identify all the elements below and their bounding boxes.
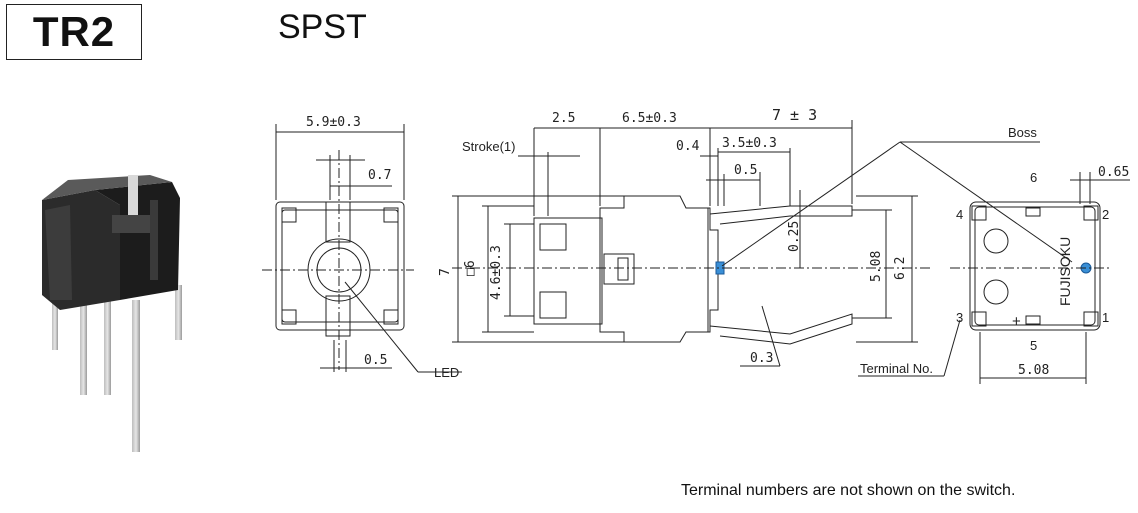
side-view bbox=[452, 120, 1073, 377]
footnote: Terminal numbers are not shown on the sw… bbox=[681, 482, 1016, 499]
terminal-3: 3 bbox=[956, 310, 963, 325]
dim-6-2: 6.2 bbox=[893, 257, 908, 280]
dim-square-6: □6 bbox=[463, 260, 478, 276]
dim-0-65: 0.65 bbox=[1098, 165, 1129, 180]
dim-0-25: 0.25 bbox=[787, 221, 802, 252]
bottom-dim-5-08: 5.08 bbox=[1018, 363, 1049, 378]
dim-7: 7 ± 3 bbox=[772, 106, 817, 124]
boss-label: Boss bbox=[1008, 125, 1037, 140]
terminal-2: 2 bbox=[1102, 207, 1109, 222]
model-badge: TR2 bbox=[6, 4, 142, 60]
dim-7-height: 7 bbox=[438, 268, 453, 276]
dim-4-6: 4.6±0.3 bbox=[489, 245, 504, 300]
bottom-view bbox=[950, 172, 1130, 384]
terminal-no-label: Terminal No. bbox=[860, 361, 933, 376]
front-view bbox=[262, 124, 462, 373]
contact-form-title: SPST bbox=[278, 8, 367, 46]
brand-label: FUJISOKU bbox=[1057, 237, 1073, 306]
dim-6-5: 6.5±0.3 bbox=[622, 111, 677, 126]
front-slot-dim: 0.7 bbox=[368, 168, 391, 183]
dim-2-5: 2.5 bbox=[552, 111, 575, 126]
dim-0-5: 0.5 bbox=[734, 163, 757, 178]
terminal-6: 6 bbox=[1030, 170, 1037, 185]
terminal-4: 4 bbox=[956, 207, 963, 222]
front-width-dim: 5.9±0.3 bbox=[306, 115, 361, 130]
dim-0-4: 0.4 bbox=[676, 139, 700, 154]
led-label: LED bbox=[434, 365, 459, 380]
plus-mark: + bbox=[1012, 313, 1021, 330]
terminal-5: 5 bbox=[1030, 338, 1037, 353]
dim-0-3: 0.3 bbox=[750, 351, 773, 366]
dim-5-08: 5.08 bbox=[869, 251, 884, 282]
front-bottom-dim: 0.5 bbox=[364, 353, 387, 368]
dim-3-5: 3.5±0.3 bbox=[722, 136, 777, 151]
stroke-label: Stroke(1) bbox=[462, 139, 515, 154]
terminal-1: 1 bbox=[1102, 310, 1109, 325]
